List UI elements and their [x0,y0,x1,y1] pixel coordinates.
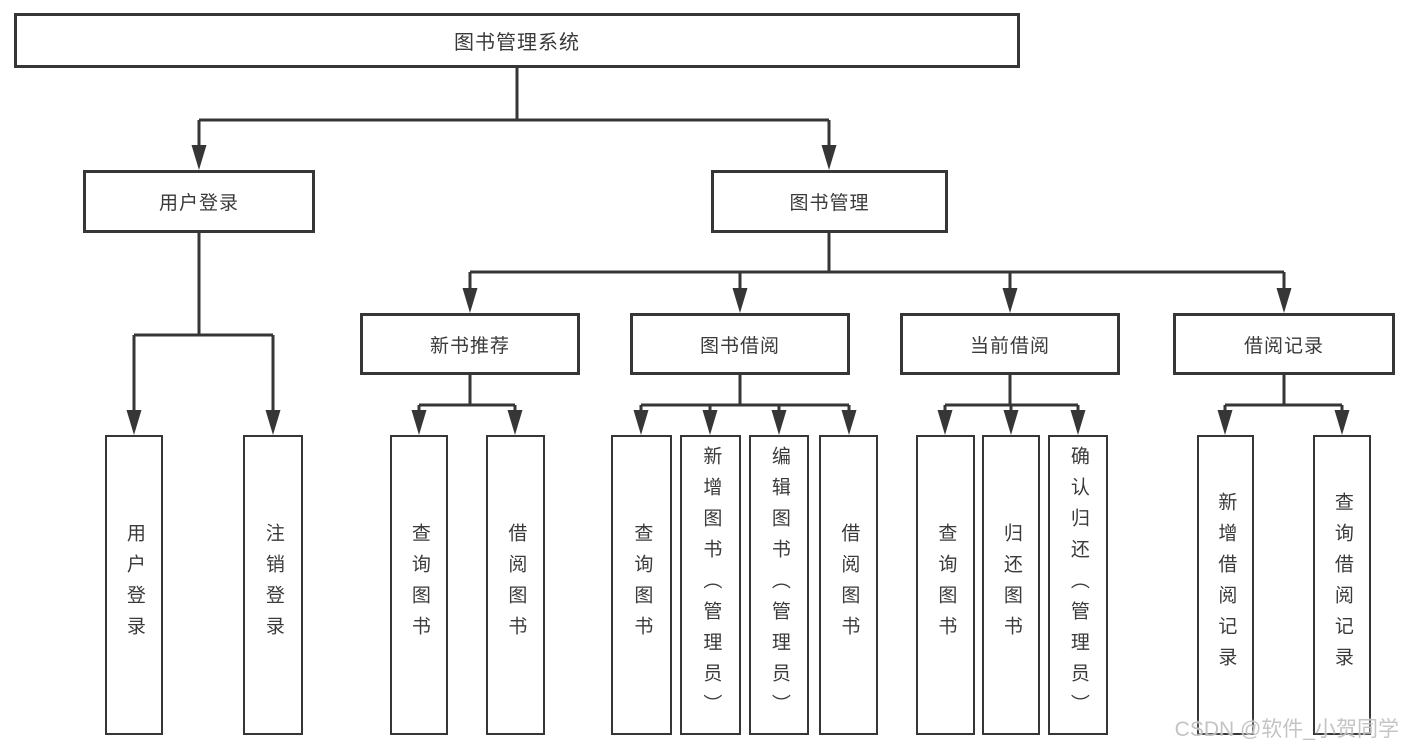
leaf-label: 用户登录 [123,523,145,647]
leaf-label: 注销登录 [262,523,284,647]
arrowhead [1334,410,1350,435]
connector-borrow-records-to-leaves [1223,375,1344,417]
leaf-label: 归还图书 [1000,523,1022,647]
leaf-logout-login: 注销登录 [243,435,303,735]
connector-root-to-level2 [197,68,831,150]
leaf-label: 新增图书（管理员） [700,445,722,725]
connector-new-book-to-leaves [417,375,517,417]
node-root-system: 图书管理系统 [14,13,1020,68]
leaf-add-borrow-record: 新增借阅记录 [1197,435,1254,735]
arrowhead [411,410,427,435]
leaf-borrow-books-recommend: 借阅图书 [486,435,545,735]
leaf-add-book-admin: 新增图书（管理员） [680,435,741,735]
node-book-management: 图书管理 [711,170,948,233]
node-book-borrow: 图书借阅 [630,313,850,375]
node-new-book-recommend: 新书推荐 [360,313,580,375]
leaf-edit-book-admin: 编辑图书（管理员） [749,435,809,735]
arrowhead [633,410,649,435]
node-current-borrow: 当前借阅 [900,313,1120,375]
leaf-borrow-books: 借阅图书 [819,435,878,735]
leaf-label: 编辑图书（管理员） [768,445,790,725]
leaf-label: 查询图书 [631,523,653,647]
csdn-watermark: CSDN @软件_小贺同学 [1174,718,1399,741]
leaf-return-books: 归还图书 [982,435,1040,735]
arrowhead [507,410,523,435]
arrowhead [1276,288,1292,313]
connector-book-management-to-level3 [468,233,1286,293]
leaf-label: 查询图书 [935,523,957,647]
arrowhead [771,410,787,435]
leaf-query-books-recommend: 查询图书 [390,435,448,735]
arrowhead [462,288,478,313]
arrowhead [265,410,281,435]
leaf-query-books-borrow: 查询图书 [611,435,672,735]
leaf-label: 确认归还（管理员） [1067,445,1089,725]
arrowheads [126,145,1350,435]
leaf-query-borrow-record: 查询借阅记录 [1313,435,1371,735]
arrowhead [126,410,142,435]
leaf-label: 新增借阅记录 [1215,492,1237,678]
arrowhead [732,288,748,313]
arrowhead [1002,288,1018,313]
arrowhead [937,410,953,435]
connector-user-login-to-leaves [132,233,275,415]
arrowhead [821,145,837,170]
node-borrow-records: 借阅记录 [1173,313,1395,375]
arrowhead [1003,410,1019,435]
arrowhead [702,410,718,435]
leaf-confirm-return-admin: 确认归还（管理员） [1048,435,1108,735]
connector-book-borrow-to-leaves [639,375,851,417]
node-user-login: 用户登录 [83,170,315,233]
arrowhead [841,410,857,435]
leaf-label: 查询图书 [408,523,430,647]
leaf-user-login: 用户登录 [105,435,163,735]
leaf-label: 借阅图书 [505,523,527,647]
leaf-label: 借阅图书 [838,523,860,647]
leaf-query-books-current: 查询图书 [916,435,975,735]
arrowhead [1070,410,1086,435]
leaf-label: 查询借阅记录 [1331,492,1353,678]
arrowhead [1217,410,1233,435]
arrowhead [191,145,207,170]
